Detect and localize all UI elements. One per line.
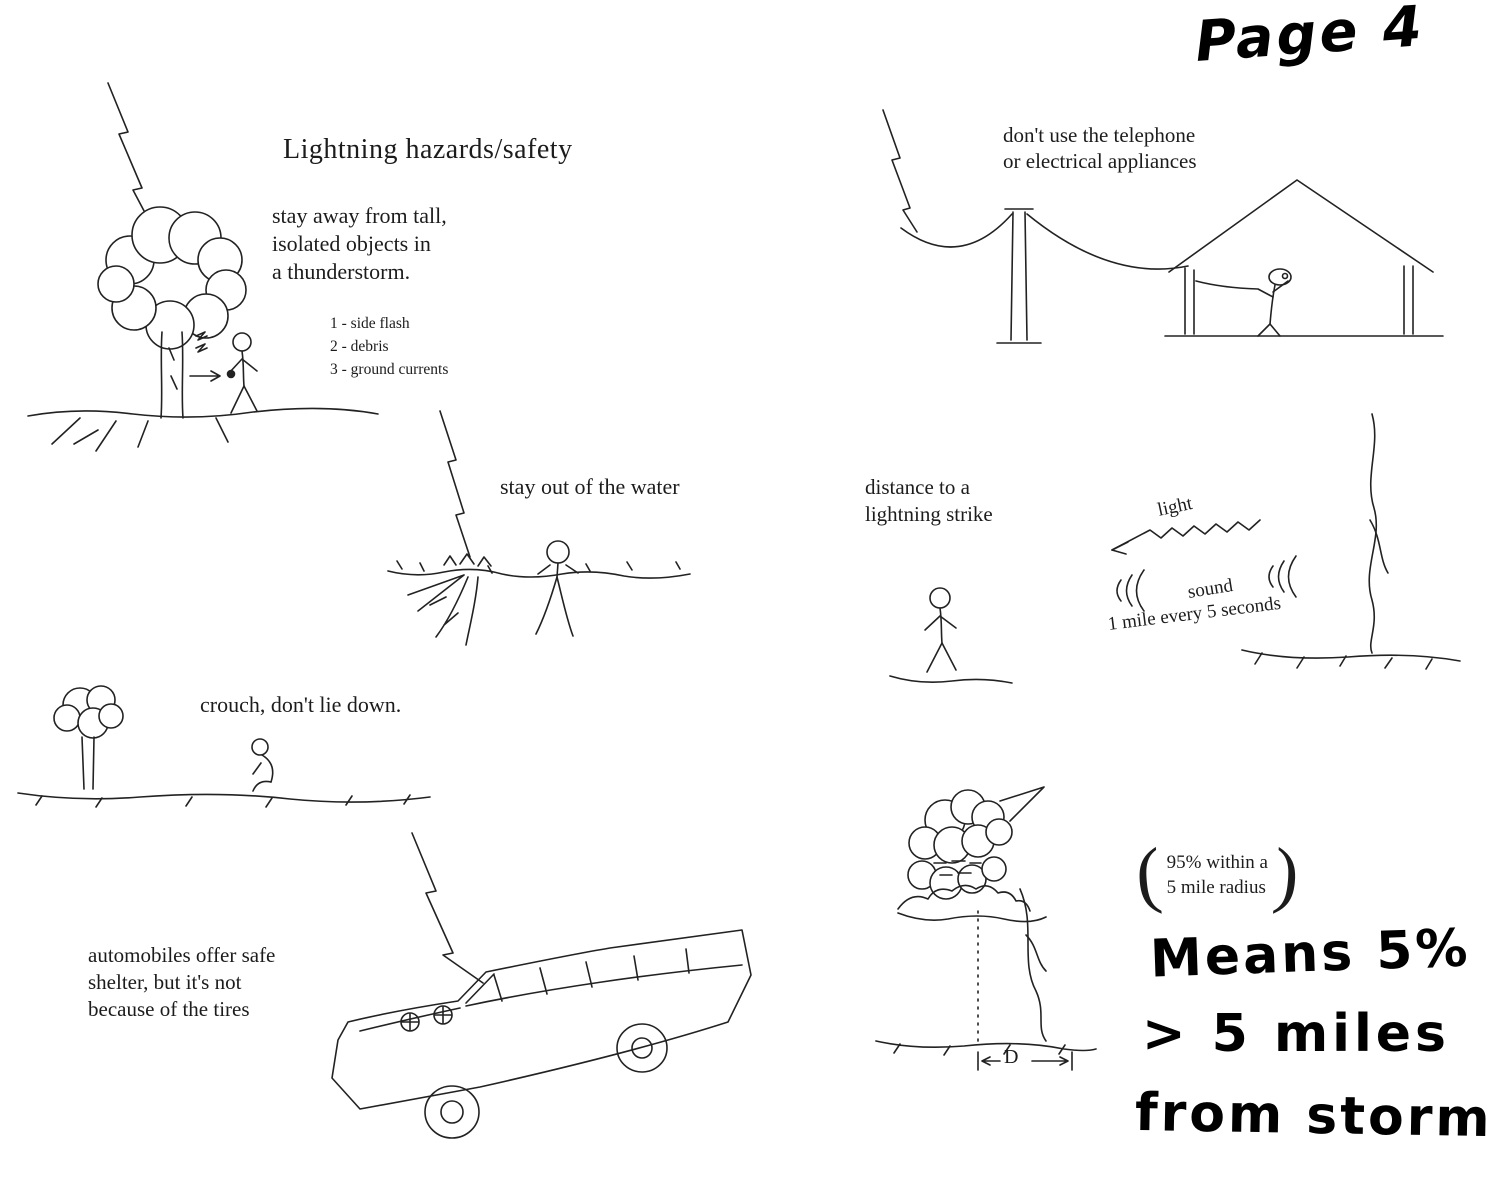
automobile-drawing xyxy=(331,832,752,1139)
power-pole xyxy=(996,208,1042,344)
lightning-bolt xyxy=(107,82,153,227)
water-caption: stay out of the water xyxy=(500,474,680,499)
light-arrow xyxy=(1111,519,1261,555)
ground xyxy=(27,407,379,452)
house xyxy=(1164,179,1444,337)
page-title: Lightning hazards/safety xyxy=(283,134,573,165)
telephone-drawing xyxy=(882,109,1444,344)
strike-distance-caption: distance to a lightning strike xyxy=(865,475,993,526)
underwater-streamers xyxy=(407,574,479,646)
cloud-dashes xyxy=(933,860,982,876)
crouching-figure xyxy=(251,738,274,792)
lightning-channel xyxy=(1368,413,1389,654)
tree-lightning-drawing xyxy=(27,82,379,452)
stick-figure xyxy=(228,332,258,414)
person-in-water xyxy=(535,540,579,637)
tree xyxy=(97,206,247,419)
hazard-list: 1 - side flash 2 - debris 3 - ground cur… xyxy=(330,312,448,381)
storm-distance-drawing xyxy=(875,786,1097,1071)
lightning-bolt xyxy=(411,832,484,984)
person-on-phone xyxy=(1195,268,1292,337)
small-tree xyxy=(53,685,124,790)
observer-figure xyxy=(889,587,1013,684)
lightning-channel xyxy=(1019,888,1047,1042)
tall-objects-caption: stay away from tall, isolated objects in… xyxy=(272,203,447,284)
lightning-bolt xyxy=(882,109,918,233)
page-number-label: Page 4 xyxy=(1193,0,1427,75)
telephone-caption: don't use the telephone or electrical ap… xyxy=(1003,123,1197,173)
water-surface xyxy=(387,553,691,579)
water-drawing xyxy=(387,410,691,646)
automobile-caption: automobiles offer safe shelter, but it's… xyxy=(88,943,276,1021)
right-paren: ) xyxy=(1270,833,1303,917)
radius-note: ( 95% within a 5 mile radius ) xyxy=(1132,833,1303,917)
crouch-caption: crouch, don't lie down. xyxy=(200,692,402,717)
distance-measure xyxy=(977,1051,1073,1071)
car xyxy=(331,929,752,1139)
lightning-bolt xyxy=(439,410,471,558)
ground xyxy=(17,792,431,808)
hazard-item: 2 - debris xyxy=(330,338,389,355)
left-paren: ( xyxy=(1132,833,1165,917)
thundercloud xyxy=(897,786,1047,923)
ground-current-arrow xyxy=(189,369,236,382)
strike-ground xyxy=(1241,649,1461,670)
crouch-drawing xyxy=(17,685,431,808)
side-flash-marks xyxy=(195,331,208,353)
ground xyxy=(875,1040,1097,1056)
sound-arcs xyxy=(1116,555,1297,612)
handwritten-line: Means 5% xyxy=(1149,918,1472,990)
power-lines xyxy=(900,213,1189,270)
hazard-item: 1 - side flash xyxy=(330,315,410,332)
handwritten-line: > 5 miles xyxy=(1142,1004,1451,1064)
hazard-item: 3 - ground currents xyxy=(330,361,449,378)
radius-note-text: 95% within a 5 mile radius xyxy=(1166,852,1268,898)
handwritten-line: from storm xyxy=(1134,1082,1494,1150)
distance-d-label: D xyxy=(1004,1046,1019,1068)
strike-distance-drawing xyxy=(889,413,1461,684)
